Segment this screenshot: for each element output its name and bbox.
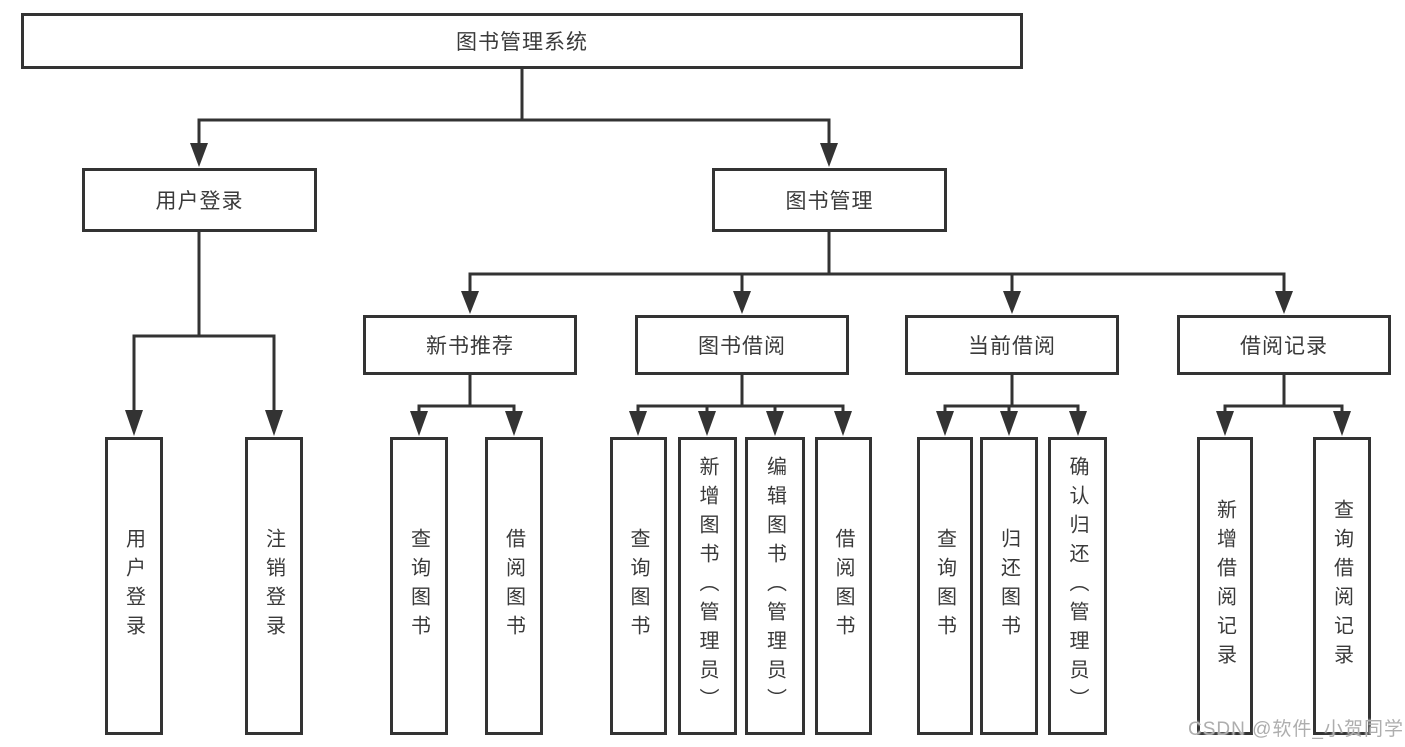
node-book-management-label: 图书管理	[785, 190, 874, 213]
node-add-book-admin: 新增图书（管理员）	[678, 437, 737, 735]
connector-new-book-recommend	[410, 375, 523, 436]
connector-book-management	[461, 232, 1293, 314]
node-return-book: 归还图书	[980, 437, 1038, 735]
watermark: CSDN @软件_小贺同学	[1188, 719, 1404, 740]
connector-user-login	[125, 232, 283, 436]
node-query-books-recommend: 查询图书	[390, 437, 448, 735]
node-confirm-return-admin: 确认归还（管理员）	[1048, 437, 1107, 735]
node-new-book-recommend: 新书推荐	[363, 315, 577, 375]
node-book-borrowing-label: 图书借阅	[698, 335, 786, 358]
node-query-borrow-record: 查询借阅记录	[1313, 437, 1371, 735]
connector-borrowing-records	[1216, 375, 1351, 436]
connector-current-borrowing	[936, 375, 1087, 436]
node-login: 用户登录	[105, 437, 163, 735]
connector-book-borrowing	[629, 375, 852, 436]
node-user-login: 用户登录	[82, 168, 317, 232]
node-book-borrowing: 图书借阅	[635, 315, 849, 375]
node-borrow-books-recommend: 借阅图书	[485, 437, 543, 735]
node-edit-book-admin: 编辑图书（管理员）	[745, 437, 805, 735]
node-borrowing-records-label: 借阅记录	[1240, 335, 1328, 358]
node-new-book-recommend-label: 新书推荐	[426, 335, 514, 358]
node-add-borrow-record: 新增借阅记录	[1197, 437, 1253, 735]
node-current-borrowing: 当前借阅	[905, 315, 1119, 375]
node-logout: 注销登录	[245, 437, 303, 735]
node-query-books-borrowing: 查询图书	[610, 437, 667, 735]
node-query-books-current: 查询图书	[917, 437, 973, 735]
node-user-login-label: 用户登录	[155, 190, 244, 213]
node-library-system-label: 图书管理系统	[456, 31, 588, 54]
node-book-management: 图书管理	[712, 168, 947, 232]
node-library-system: 图书管理系统	[21, 13, 1023, 69]
node-current-borrowing-label: 当前借阅	[968, 335, 1056, 358]
node-borrow-books-borrowing: 借阅图书	[815, 437, 872, 735]
connector-root	[190, 69, 838, 167]
node-borrowing-records: 借阅记录	[1177, 315, 1391, 375]
